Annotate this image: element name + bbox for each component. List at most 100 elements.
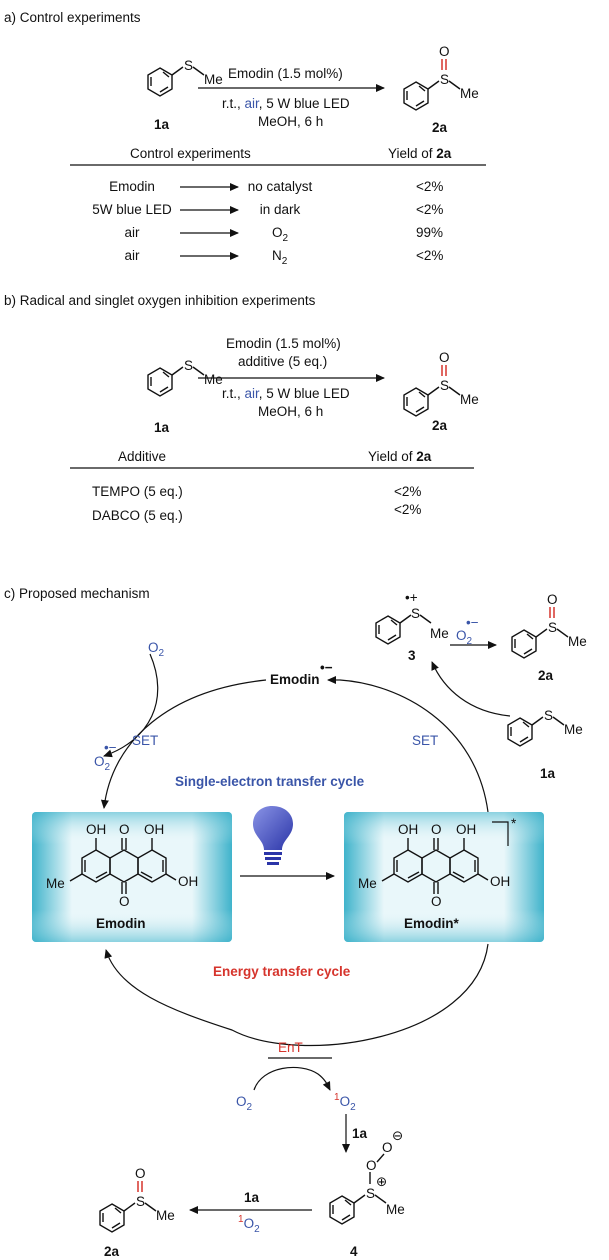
methyl-label: Me [460, 86, 479, 101]
hydroxy-label: OH [178, 874, 198, 889]
table-row: air N2 <2% [124, 248, 443, 267]
ent-label: EnT [278, 1040, 303, 1055]
methyl-label: Me [568, 634, 587, 649]
sulfoxide-structure-b [403, 365, 461, 417]
table-header-yield: Yield of 2a [368, 449, 432, 464]
hydroxy-label: OH [398, 822, 418, 837]
s-atom: S [544, 708, 553, 723]
oxygen-sensitization-arrow [253, 1066, 331, 1091]
svg-text:<2%: <2% [416, 248, 443, 263]
oxygen-label: O2 [236, 1094, 253, 1113]
emodin-excited-label: Emodin* [404, 916, 459, 931]
oxygen-reduction-arrow [103, 653, 159, 758]
svg-text:N2: N2 [272, 248, 288, 267]
svg-text:air: air [124, 225, 140, 240]
methyl-label: Me [460, 392, 479, 407]
svg-text:<2%: <2% [416, 202, 443, 217]
compound-label-1a: 1a [540, 766, 556, 781]
radical-cation-mark: •+ [405, 590, 418, 605]
ent-cycle-arc [104, 943, 489, 1046]
compound-label-2a: 2a [104, 1244, 120, 1259]
table-row: 5W blue LED in dark <2% [92, 202, 443, 217]
ent-cycle-title: Energy transfer cycle [213, 964, 351, 979]
radical-anion-mark: •− [104, 740, 117, 755]
oxygen-atom: O [366, 1158, 377, 1173]
reagent-additive: additive (5 eq.) [238, 354, 327, 369]
svg-text:air: air [124, 248, 140, 263]
s-atom: S [184, 58, 193, 73]
methyl-label: Me [204, 372, 223, 387]
carbonyl-oxygen: O [119, 894, 130, 909]
section-a-heading: a) Control experiments [4, 10, 141, 25]
table-header-yield: Yield of 2a [388, 146, 452, 161]
sulfoxide-structure-final [99, 1181, 157, 1233]
thioanisole-structure-c [507, 716, 565, 747]
carbonyl-oxygen: O [431, 822, 442, 837]
s-atom: S [136, 1194, 145, 1209]
superoxide-label: O2 [456, 628, 473, 647]
compound-label-1a: 1a [154, 420, 170, 435]
svg-text:in dark: in dark [260, 202, 301, 217]
s-atom: S [440, 378, 449, 393]
set-label-left: SET [132, 733, 158, 748]
table-row: Emodin no catalyst <2% [109, 179, 443, 194]
compound-label-2a: 2a [432, 418, 448, 433]
table-row: DABCO (5 eq.) <2% [92, 502, 421, 523]
svg-text:no catalyst: no catalyst [248, 179, 313, 194]
compound-label-2a: 2a [538, 668, 554, 683]
emodin-excited-structure [381, 821, 509, 894]
emodin-structure [69, 838, 177, 894]
methyl-label: Me [204, 72, 223, 87]
section-c-heading: c) Proposed mechanism [4, 586, 150, 601]
compound-label-4: 4 [350, 1244, 358, 1259]
s-atom: S [366, 1186, 375, 1201]
excited-state-star: * [511, 816, 517, 831]
compound-label-2a: 2a [432, 120, 448, 135]
radical-anion-mark: •− [466, 615, 479, 630]
set-cycle-arc-right [339, 679, 489, 813]
radical-anion-mark: •− [320, 660, 333, 675]
reagent-emodin: Emodin (1.5 mol%) [228, 66, 343, 81]
sulfoxide-structure-a [403, 59, 461, 111]
s-atom: S [411, 606, 420, 621]
lightbulb-icon [252, 806, 294, 865]
negative-charge-icon: ⊖ [392, 1128, 403, 1143]
singlet-oxygen-label: 1O2 [334, 1092, 356, 1113]
svg-text:DABCO (5 eq.): DABCO (5 eq.) [92, 508, 183, 523]
s-atom: S [440, 72, 449, 87]
superoxide-label: O2 [94, 754, 111, 773]
svg-text:<2%: <2% [394, 502, 421, 517]
svg-text:Emodin: Emodin [109, 179, 155, 194]
singlet-oxygen-label: 1O2 [238, 1214, 260, 1235]
conditions-line-2: MeOH, 6 h [258, 114, 323, 129]
methyl-label: Me [156, 1208, 175, 1223]
table-row: air O2 99% [124, 225, 443, 244]
conditions-line-1: r.t., air, 5 W blue LED [222, 386, 350, 401]
table-row: TEMPO (5 eq.) <2% [92, 484, 421, 499]
methyl-label: Me [386, 1202, 405, 1217]
thioanisole-structure-a [147, 66, 205, 97]
svg-text:<2%: <2% [394, 484, 421, 499]
positive-charge-icon: ⊕ [376, 1174, 387, 1189]
set-cycle-title: Single-electron transfer cycle [175, 774, 365, 789]
carbonyl-oxygen: O [119, 822, 130, 837]
thioanisole-structure-b [147, 366, 205, 397]
svg-text:<2%: <2% [416, 179, 443, 194]
svg-text:TEMPO (5 eq.): TEMPO (5 eq.) [92, 484, 183, 499]
oxygen-atom: O [547, 592, 558, 607]
sulfoxide-structure-c [511, 607, 569, 659]
persulfoxide-structure-4 [329, 1153, 387, 1225]
conditions-line-1: r.t., air, 5 W blue LED [222, 96, 350, 111]
s-atom: S [548, 620, 557, 635]
svg-text:O2: O2 [272, 225, 289, 244]
hydroxy-label: OH [86, 822, 106, 837]
methyl-label: Me [358, 876, 377, 891]
carbonyl-oxygen: O [431, 894, 442, 909]
hydroxy-label: OH [456, 822, 476, 837]
table-header-control: Control experiments [130, 146, 251, 161]
emodin-label: Emodin [96, 916, 146, 931]
hydroxy-label: OH [144, 822, 164, 837]
set-label-right: SET [412, 733, 438, 748]
svg-text:5W blue LED: 5W blue LED [92, 202, 172, 217]
